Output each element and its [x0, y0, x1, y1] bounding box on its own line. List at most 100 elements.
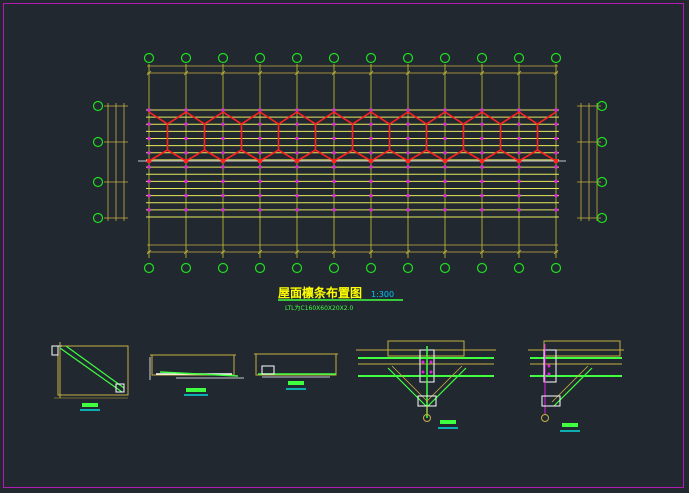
axis-bubble-bottom — [513, 262, 525, 274]
drawing-title: 屋面檩条布置图 — [278, 285, 362, 300]
purlin-node — [221, 108, 225, 112]
purlin-node — [554, 108, 558, 112]
purlin-node — [480, 151, 484, 155]
purlin-node — [443, 122, 447, 126]
axis-bubble-top — [365, 52, 377, 64]
bracing-x — [222, 111, 261, 162]
axis-bubble-bottom — [217, 262, 229, 274]
purlin-node — [221, 122, 225, 126]
axis-bubble-bottom — [476, 262, 488, 274]
purlin-node — [406, 165, 410, 169]
purlin-node — [295, 151, 299, 155]
axis-bubble-bottom — [402, 262, 414, 274]
purlin-node — [295, 137, 299, 141]
purlin-node — [443, 108, 447, 112]
ridge-node — [258, 159, 262, 163]
ridge-node — [443, 159, 447, 163]
bracing-x — [370, 111, 409, 162]
axis-bubbles[interactable] — [92, 52, 608, 274]
ridge-node — [147, 159, 151, 163]
ridge-node — [332, 159, 336, 163]
detail-2-tag — [186, 388, 206, 392]
purlin-node — [258, 208, 262, 212]
drawing-note: LTL为C160X60X20X2.0 — [285, 304, 353, 312]
axis-bubble-left — [92, 212, 104, 224]
purlin-node — [147, 208, 151, 212]
purlin-node — [517, 122, 521, 126]
axis-bubble-bottom — [291, 262, 303, 274]
purlin-node — [369, 137, 373, 141]
axis-bubble-top — [439, 52, 451, 64]
axis-bubble-top — [402, 52, 414, 64]
detail-brace-node-column[interactable] — [356, 340, 496, 429]
purlin-node — [406, 208, 410, 212]
detail-purlin-connection-b[interactable] — [254, 353, 338, 390]
purlin-node — [147, 122, 151, 126]
dimension-lines-right — [577, 103, 601, 221]
purlin-node — [147, 137, 151, 141]
drawing-scale: 1:300 — [371, 290, 394, 299]
bracing-x — [407, 111, 446, 162]
purlin-node — [184, 137, 188, 141]
bracing-x — [444, 111, 483, 162]
purlin-node — [184, 165, 188, 169]
purlin-node — [147, 108, 151, 112]
purlin-node — [517, 151, 521, 155]
dimension-lines-bottom — [146, 244, 559, 255]
purlin-node — [221, 137, 225, 141]
purlin-node — [369, 108, 373, 112]
detail-5-tag — [562, 423, 578, 427]
purlin-node — [147, 165, 151, 169]
axis-bubble-top — [291, 52, 303, 64]
bracing-x — [259, 111, 298, 162]
purlin-node — [184, 194, 188, 198]
purlin-node — [295, 208, 299, 212]
purlin-node — [332, 151, 336, 155]
purlin-node — [443, 179, 447, 183]
bracing-x — [296, 111, 335, 162]
purlin-node — [258, 151, 262, 155]
ridge-node — [295, 159, 299, 163]
purlin-node — [517, 137, 521, 141]
detail-3-tag — [288, 381, 304, 385]
bracing-x — [148, 111, 187, 162]
purlin-node — [517, 208, 521, 212]
purlin-node — [480, 122, 484, 126]
purlin-node — [554, 208, 558, 212]
axis-bubble-right — [596, 176, 608, 188]
purlin-node — [443, 151, 447, 155]
purlin-node — [258, 108, 262, 112]
roof-purlin-plan[interactable] — [92, 52, 608, 274]
purlin-node — [147, 194, 151, 198]
axis-bubble-top — [254, 52, 266, 64]
purlin-node — [221, 151, 225, 155]
bracing-x — [518, 111, 557, 162]
purlin-node — [554, 165, 558, 169]
axis-bubble-bottom — [143, 262, 155, 274]
purlin-node — [406, 194, 410, 198]
purlin-node — [184, 179, 188, 183]
purlin-node — [295, 194, 299, 198]
purlin-node — [332, 179, 336, 183]
detail-diagonal-brace[interactable] — [51, 342, 129, 411]
dimension-lines-top — [146, 65, 559, 76]
purlin-node — [258, 194, 262, 198]
purlin-node — [480, 137, 484, 141]
purlin-node — [480, 165, 484, 169]
purlin-node — [517, 165, 521, 169]
detail-purlin-connection-a[interactable] — [149, 354, 244, 396]
axis-bubble-bottom — [254, 262, 266, 274]
purlin-node — [554, 194, 558, 198]
purlin-nodes — [147, 108, 558, 212]
detail-brace-node-edge[interactable] — [528, 340, 624, 432]
ridge-node — [369, 159, 373, 163]
axis-bubble-right — [596, 136, 608, 148]
purlin-node — [332, 208, 336, 212]
purlin-node — [221, 165, 225, 169]
purlin-node — [184, 208, 188, 212]
axis-bubble-right — [596, 212, 608, 224]
ridge-node — [554, 159, 558, 163]
purlin-node — [369, 165, 373, 169]
axis-bubble-top — [550, 52, 562, 64]
